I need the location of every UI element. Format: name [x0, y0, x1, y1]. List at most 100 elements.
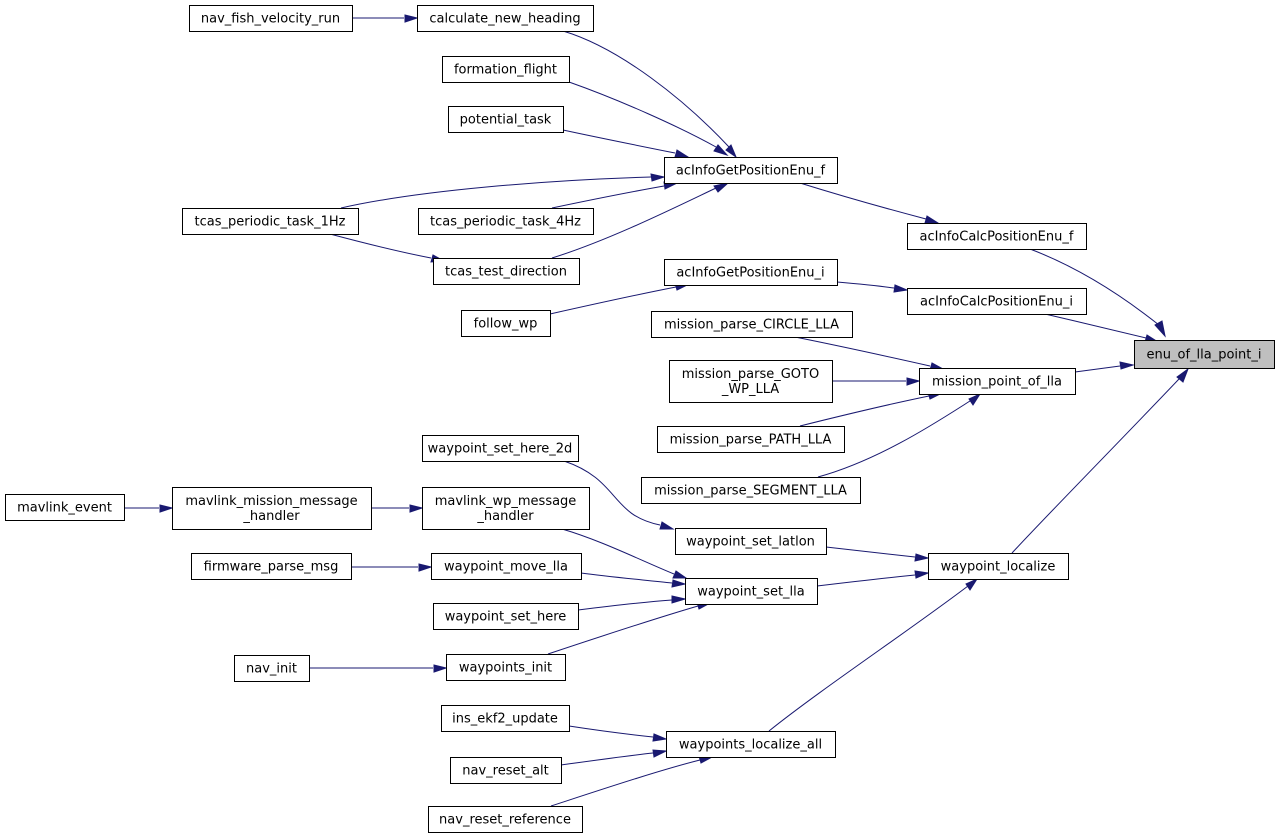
node-box: [441, 705, 570, 732]
edge-arrowhead: [906, 377, 921, 386]
edge-arrowhead: [404, 14, 419, 23]
edge-waypoint_move_lla-to-waypoint_set_lla: [580, 572, 687, 588]
node-label: nav_fish_velocity_run: [201, 12, 340, 27]
node-waypoint_localize[interactable]: waypoint_localize: [928, 553, 1069, 580]
node-label: acInfoCalcPositionEnu_i: [920, 295, 1073, 310]
edge-acInfoCalcPositionEnu_f-to-enu_of_lla_point_i: [1029, 248, 1166, 338]
edge-formation_flight-to-acInfoGetPositionEnu_f: [568, 81, 729, 157]
node-label: waypoints_init: [459, 661, 552, 676]
node-mavlink_mission_message_handler[interactable]: mavlink_mission_message_handler: [172, 487, 372, 530]
node-tcas_periodic_task_1Hz[interactable]: tcas_periodic_task_1Hz: [182, 208, 359, 235]
node-box: [172, 487, 372, 530]
node-box: [907, 223, 1087, 250]
edge-line: [1074, 365, 1121, 373]
edge-line: [580, 572, 673, 584]
node-box: [431, 553, 582, 580]
node-box: [685, 578, 818, 605]
edge-line: [563, 460, 661, 526]
node-box: [669, 360, 833, 403]
node-follow_wp[interactable]: follow_wp: [461, 310, 551, 337]
node-tcas_test_direction[interactable]: tcas_test_direction: [433, 258, 580, 285]
node-acInfoGetPositionEnu_i[interactable]: acInfoGetPositionEnu_i: [664, 259, 838, 286]
edge-arrowhead: [650, 173, 666, 182]
node-acInfoCalcPositionEnu_f[interactable]: acInfoCalcPositionEnu_f: [907, 223, 1087, 250]
edge-arrowhead: [418, 563, 433, 572]
edge-tcas_test_direction-to-acInfoGetPositionEnu_f: [551, 182, 730, 259]
node-box: [919, 368, 1076, 395]
node-mission_point_of_lla[interactable]: mission_point_of_lla: [919, 368, 1076, 395]
node-box: [1134, 340, 1275, 369]
edge-mavlink_event-to-mavlink_mission_message_handler: [124, 504, 174, 513]
node-enu_of_lla_point_i[interactable]: enu_of_lla_point_i: [1134, 340, 1275, 369]
edge-line: [836, 281, 895, 289]
node-acInfoGetPositionEnu_f[interactable]: acInfoGetPositionEnu_f: [664, 157, 838, 184]
edge-line: [817, 400, 971, 478]
node-acInfoCalcPositionEnu_i[interactable]: acInfoCalcPositionEnu_i: [907, 288, 1087, 315]
node-label: mission_point_of_lla: [932, 375, 1062, 390]
node-waypoint_set_latlon[interactable]: waypoint_set_latlon: [675, 528, 827, 555]
node-firmware_parse_msg[interactable]: firmware_parse_msg: [191, 553, 352, 580]
node-box: [657, 426, 845, 453]
node-waypoint_set_here[interactable]: waypoint_set_here: [433, 603, 579, 630]
node-box: [422, 487, 590, 530]
edge-tcas_periodic_task_1Hz-to-acInfoGetPositionEnu_f: [340, 173, 666, 209]
node-label: mission_parse_GOTO: [682, 367, 819, 382]
edge-follow_wp-to-acInfoGetPositionEnu_i: [549, 282, 691, 315]
node-label: waypoint_set_latlon: [686, 535, 815, 550]
node-box: [189, 5, 353, 32]
edge-calculate_new_heading-to-acInfoGetPositionEnu_f: [562, 30, 738, 159]
node-label: follow_wp: [474, 317, 538, 332]
node-mavlink_event[interactable]: mavlink_event: [5, 494, 125, 521]
node-box: [191, 553, 352, 580]
node-label: waypoint_set_here: [445, 610, 567, 625]
node-box: [651, 311, 853, 338]
node-formation_flight[interactable]: formation_flight: [442, 56, 570, 83]
node-nav_init[interactable]: nav_init: [234, 655, 310, 682]
edge-waypoint_set_here-to-waypoint_set_lla: [577, 595, 687, 611]
edge-mission_parse_SEGMENT_LLA-to-mission_point_of_lla: [817, 392, 982, 478]
node-nav_fish_velocity_run[interactable]: nav_fish_velocity_run: [189, 5, 353, 32]
edge-line: [1011, 378, 1180, 554]
edge-line: [577, 599, 673, 611]
node-nav_reset_reference[interactable]: nav_reset_reference: [428, 806, 583, 833]
node-mission_parse_GOTO_WP_LLA[interactable]: mission_parse_GOTO_WP_LLA: [669, 360, 833, 403]
edge-arrowhead: [968, 392, 982, 406]
node-label: firmware_parse_msg: [204, 560, 339, 575]
edge-line: [825, 546, 916, 558]
node-calculate_new_heading[interactable]: calculate_new_heading: [417, 5, 594, 32]
edge-mavlink_mission_message_handler-to-mavlink_wp_message_handler: [371, 504, 424, 513]
node-label: mission_parse_CIRCLE_LLA: [664, 318, 839, 333]
node-mavlink_wp_message_handler[interactable]: mavlink_wp_message_handler: [422, 487, 590, 530]
node-waypoints_init[interactable]: waypoints_init: [446, 654, 566, 681]
node-waypoint_move_lla[interactable]: waypoint_move_lla: [431, 553, 582, 580]
node-nav_reset_alt[interactable]: nav_reset_alt: [450, 757, 562, 784]
edge-line: [551, 187, 717, 259]
node-mission_parse_CIRCLE_LLA[interactable]: mission_parse_CIRCLE_LLA: [651, 311, 853, 338]
nodes-layer: enu_of_lla_point_i acInfoCalcPositionEnu_…: [5, 5, 1275, 833]
node-mission_parse_SEGMENT_LLA[interactable]: mission_parse_SEGMENT_LLA: [641, 477, 861, 504]
edge-line: [560, 752, 654, 766]
node-waypoint_set_here_2d[interactable]: waypoint_set_here_2d: [422, 435, 579, 462]
edge-line: [794, 336, 931, 367]
node-box: [448, 106, 564, 133]
node-waypoints_localize_all[interactable]: waypoints_localize_all: [666, 731, 836, 758]
node-mission_parse_PATH_LLA[interactable]: mission_parse_PATH_LLA: [657, 426, 845, 453]
node-ins_ekf2_update[interactable]: ins_ekf2_update: [441, 705, 570, 732]
node-label: nav_reset_alt: [462, 764, 549, 779]
node-label: mavlink_mission_message: [185, 494, 357, 509]
node-box: [433, 603, 579, 630]
node-tcas_periodic_task_4Hz[interactable]: tcas_periodic_task_4Hz: [418, 208, 594, 235]
edge-arrowhead: [924, 215, 940, 224]
node-box: [928, 553, 1069, 580]
node-label: nav_init: [246, 662, 297, 677]
node-box: [234, 655, 310, 682]
node-potential_task[interactable]: potential_task: [448, 106, 564, 133]
edge-line: [329, 233, 432, 259]
edge-waypoint_localize-to-enu_of_lla_point_i: [1011, 367, 1190, 554]
node-waypoint_set_lla[interactable]: waypoint_set_lla: [685, 578, 818, 605]
edge-line: [799, 182, 927, 220]
node-label: waypoint_move_lla: [444, 560, 568, 575]
edge-line: [547, 605, 699, 655]
node-box: [907, 288, 1087, 315]
node-box: [433, 258, 580, 285]
